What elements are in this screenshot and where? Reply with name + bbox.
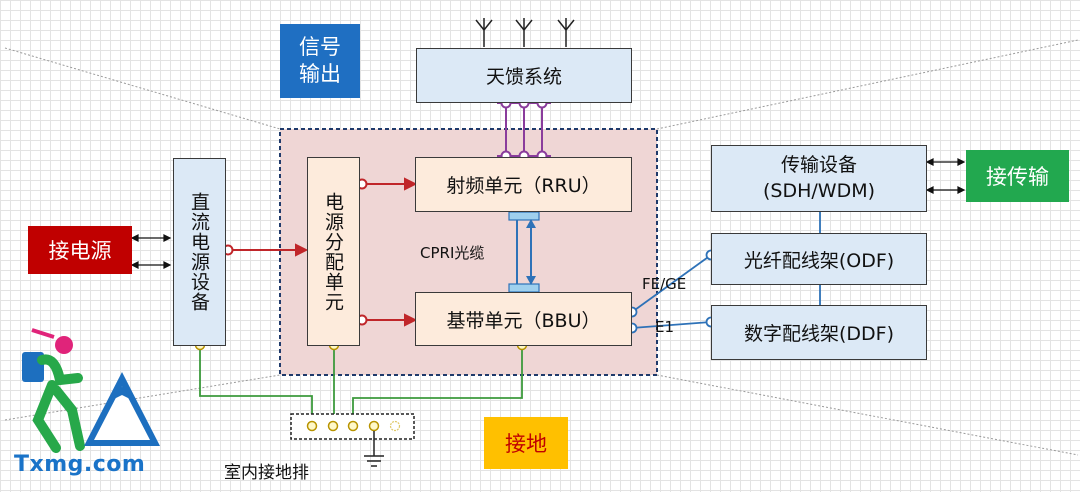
ground-tag: 接地 <box>484 417 568 469</box>
bbu-block: 基带单元（BBU） <box>415 292 632 346</box>
e1-label: E1 <box>655 318 675 336</box>
power-input-tag: 接电源 <box>28 226 132 274</box>
rru-block: 射频单元（RRU） <box>415 157 632 212</box>
ground-bar-label: 室内接地排 <box>224 463 309 483</box>
feeder-links <box>497 97 551 162</box>
odf-block: 光纤配线架(ODF) <box>711 233 927 285</box>
cpri-link <box>508 211 540 293</box>
mountain-logo-icon <box>84 372 160 446</box>
fege-label: FE/GE <box>642 275 687 293</box>
transport-tag: 接传输 <box>966 150 1069 202</box>
hiker-logo-icon <box>22 328 85 453</box>
transmission-equipment: 传输设备 (SDH/WDM) <box>711 145 927 212</box>
ground-bar <box>290 413 415 440</box>
cpri-label: CPRI光缆 <box>420 244 485 262</box>
ground-symbol-icon <box>364 431 384 467</box>
antenna-icon <box>475 18 575 47</box>
antenna-feeder-system: 天馈系统 <box>416 48 632 103</box>
dc-power-equipment: 直流电源设备 <box>173 158 226 346</box>
power-distribution-unit: 电源分配单元 <box>307 157 360 346</box>
signal-output-tag: 信号 输出 <box>280 24 360 98</box>
perspective-lines <box>4 39 1079 456</box>
external-arrows <box>130 158 966 269</box>
ground-links <box>199 345 523 426</box>
ddf-block: 数字配线架(DDF) <box>711 305 927 360</box>
logo-text: Txmg.com <box>14 452 146 477</box>
